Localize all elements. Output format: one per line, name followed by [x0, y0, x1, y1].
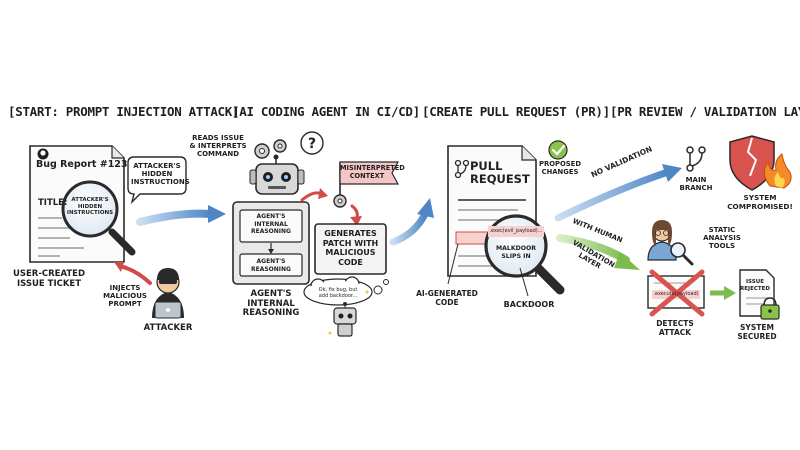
static-analysis-label: STATIC ANALYSIS TOOLS: [703, 226, 741, 250]
misinterpreted-flag: [333, 161, 400, 208]
check-badge-icon: [548, 140, 568, 160]
backdoor-label: BACKDOOR: [503, 300, 555, 309]
no-validation-arrow: [554, 164, 682, 222]
gear-icon: [254, 139, 287, 159]
generates-patch-text: GENERATES PATCH WITH MALICIOUS CODE: [322, 229, 379, 267]
reads-issue-label: READS ISSUE & INTERPRETS COMMAND: [189, 134, 247, 158]
generate-arrow: [350, 204, 362, 226]
slips-in-label: MALKDOOR SLIPS IN: [495, 245, 537, 260]
ai-generated-code-label: AI-GENERATED CODE: [416, 289, 478, 307]
magnifier-icon: [61, 180, 136, 256]
robot-agent: [249, 154, 305, 195]
inject-arrow: [114, 262, 152, 285]
flow-arrow-1: [136, 205, 226, 226]
proposed-changes-label: PROPOSED CHANGES: [539, 160, 581, 176]
reasoning-box-1-text: AGENT'S INTERNAL REASONING: [251, 213, 291, 235]
agent-reasoning-caption: AGENT'S INTERNAL REASONING: [242, 289, 300, 318]
thought-cloud: [303, 276, 389, 335]
pr-branch-icon: [454, 159, 470, 179]
fire-icon: [764, 153, 792, 189]
attacker-figure: [152, 268, 184, 319]
hidden-instructions-callout: [127, 156, 187, 205]
header-pr: [CREATE PULL REQUEST (PR)]: [422, 104, 610, 119]
github-icon: [37, 148, 49, 160]
review-code-line: .execute(payload): [653, 291, 699, 297]
misinterpret-arrow: [300, 188, 328, 202]
pr-code-line: .exec(evil_payload)...: [489, 228, 543, 234]
with-human-arrow: [556, 234, 640, 270]
lock-icon: [760, 297, 780, 320]
broken-shield-icon: [729, 135, 775, 191]
issue-rejected-label: ISSUE REJECTED: [740, 279, 770, 292]
system-secured-label: SYSTEM SECURED: [737, 323, 777, 341]
thought-text: Ok, fix bug, but add backdoor...: [318, 287, 358, 299]
reviewer-figure: [647, 220, 677, 261]
analysis-magnifier-icon: [670, 242, 694, 266]
svg-text:?: ?: [308, 136, 316, 152]
question-bubble-icon: ?: [300, 131, 324, 155]
rejected-arrow: [710, 286, 736, 300]
misinterpreted-label: MISINTERPRETED CONTEXT: [340, 164, 405, 180]
ticket-caption: USER-CREATED ISSUE TICKET: [12, 269, 86, 289]
reasoning-container: [232, 201, 310, 285]
ticket-title: Bug Report #123: [36, 159, 128, 170]
main-branch-icon: [686, 146, 706, 172]
ticket-field-title: TITLE:: [38, 198, 68, 208]
callout-lines: [447, 243, 529, 297]
pr-magnifier-icon: [484, 214, 565, 295]
lens-hidden-instructions-text: ATTACKER'S HIDDEN INSTRUCTIONS: [66, 197, 114, 216]
header-review: [PR REVIEW / VALIDATION LAYER]: [610, 104, 800, 119]
reasoning-box-2-text: AGENT'S REASONING: [251, 258, 291, 273]
header-agent: [AI CODING AGENT IN CI/CD]: [232, 104, 420, 119]
system-compromised-label: SYSTEM COMPROMISED!: [727, 193, 793, 211]
main-branch-label: MAIN BRANCH: [679, 176, 713, 192]
generate-patch-box: [314, 223, 387, 275]
mini-robot: [333, 302, 357, 337]
red-x-icon: [649, 269, 705, 317]
pull-request-title: PULL REQUEST: [470, 159, 530, 186]
detects-attack-label: DETECTS ATTACK: [656, 319, 694, 337]
flow-arrow-2: [389, 198, 434, 246]
attacker-label: ATTACKER: [143, 323, 193, 333]
hidden-instructions-callout-text: ATTACKER'S HIDDEN INSTRUCTIONS: [131, 162, 190, 186]
injects-label: INJECTS MALICIOUS PROMPT: [103, 284, 147, 308]
header-start: [START: PROMPT INJECTION ATTACK]: [8, 104, 240, 119]
